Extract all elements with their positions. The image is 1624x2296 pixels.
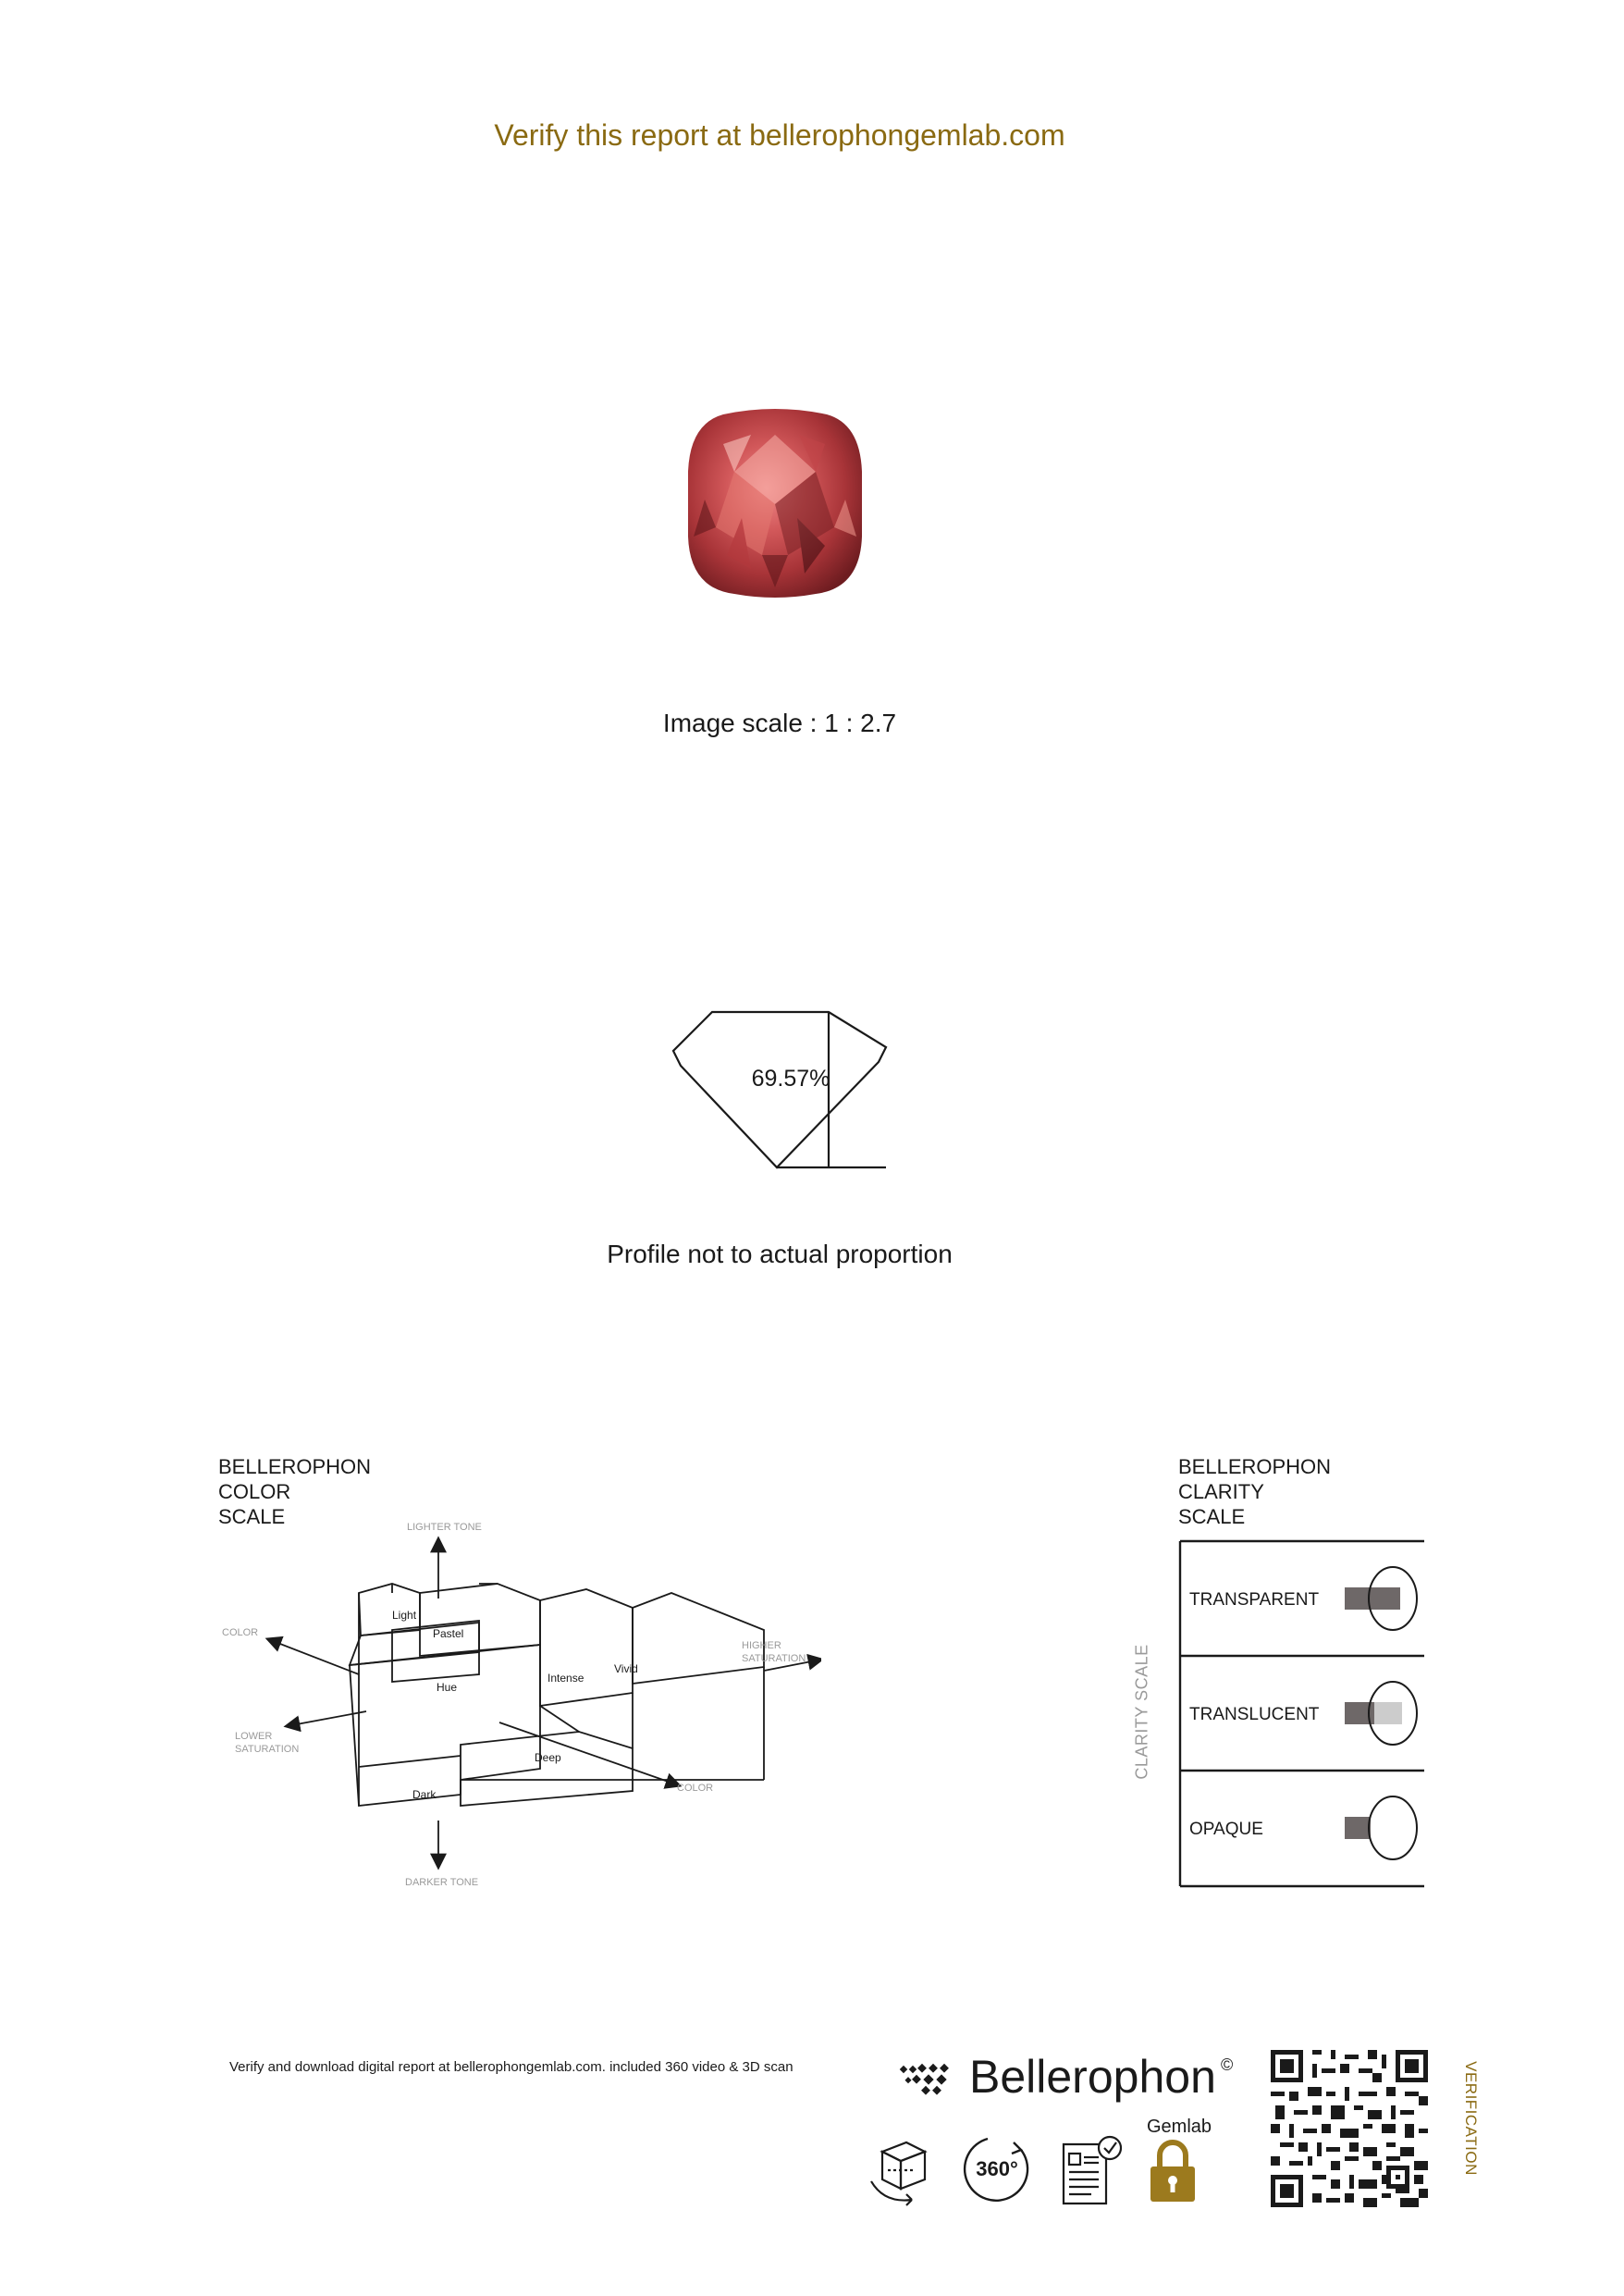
- verify-report-link[interactable]: Verify this report at bellerophongemlab.…: [494, 118, 1065, 152]
- color-scale-diagram: Light Pastel Hue Intense Vivid Deep Dark…: [222, 1522, 821, 1888]
- qr-code-icon[interactable]: [1271, 2050, 1428, 2207]
- profile-diagram: [671, 1010, 888, 1169]
- clarity-scale-title: BELLEROPHON CLARITY SCALE: [1178, 1455, 1332, 1528]
- depth-percent: 69.57%: [751, 1066, 830, 1092]
- clarity-row-translucent: TRANSLUCENT: [1189, 1681, 1418, 1746]
- axis-higher-sat-1: HIGHER: [742, 1640, 781, 1651]
- brand-sub: Gemlab: [1147, 2117, 1212, 2137]
- axis-lower-sat-1: LOWER: [235, 1731, 272, 1742]
- block-hue: Hue: [437, 1681, 457, 1694]
- axis-lighter-tone: LIGHTER TONE: [407, 1522, 482, 1533]
- 3d-cube-icon: [870, 2141, 928, 2206]
- axis-color-right: COLOR: [677, 1783, 713, 1794]
- axis-lower-sat-2: SATURATION: [235, 1744, 299, 1755]
- clarity-scale-side-label: CLARITY SCALE: [1132, 1644, 1151, 1780]
- profile-note: Profile not to actual proportion: [607, 1240, 953, 1268]
- block-vivid: Vivid: [614, 1662, 638, 1675]
- axis-color-left: COLOR: [222, 1627, 258, 1638]
- report-check-icon: [1062, 2135, 1123, 2205]
- block-intense: Intense: [547, 1672, 584, 1685]
- block-deep: Deep: [535, 1751, 561, 1764]
- block-dark: Dark: [412, 1788, 437, 1801]
- 360-icon: 360°: [960, 2133, 1034, 2207]
- clarity-row-transparent: TRANSPARENT: [1189, 1566, 1418, 1631]
- brand-name: Bellerophon: [969, 2051, 1216, 2103]
- clarity-scale-table: TRANSPARENT TRANSLUCENT OPAQUE: [1178, 1539, 1424, 1888]
- bellerophon-logo-icon: [899, 2063, 949, 2095]
- block-pastel: Pastel: [433, 1627, 463, 1640]
- axis-higher-sat-2: SATURATION: [742, 1653, 806, 1664]
- footer-verify-note[interactable]: Verify and download digital report at be…: [229, 2059, 794, 2075]
- axis-darker-tone: DARKER TONE: [405, 1877, 478, 1888]
- svg-text:TRANSPARENT: TRANSPARENT: [1189, 1590, 1319, 1610]
- color-scale-title: BELLEROPHON COLOR SCALE: [218, 1455, 372, 1528]
- svg-text:OPAQUE: OPAQUE: [1189, 1820, 1263, 1839]
- svg-text:TRANSLUCENT: TRANSLUCENT: [1189, 1705, 1320, 1724]
- block-light: Light: [392, 1609, 417, 1622]
- clarity-row-opaque: OPAQUE: [1189, 1796, 1418, 1860]
- image-scale-caption: Image scale : 1 : 2.7: [662, 709, 897, 737]
- verification-label: VERIFICATION: [1462, 2061, 1480, 2176]
- gemstone-image: [688, 409, 862, 598]
- lock-icon: [1150, 2140, 1195, 2202]
- copyright-mark: ©: [1221, 2055, 1234, 2074]
